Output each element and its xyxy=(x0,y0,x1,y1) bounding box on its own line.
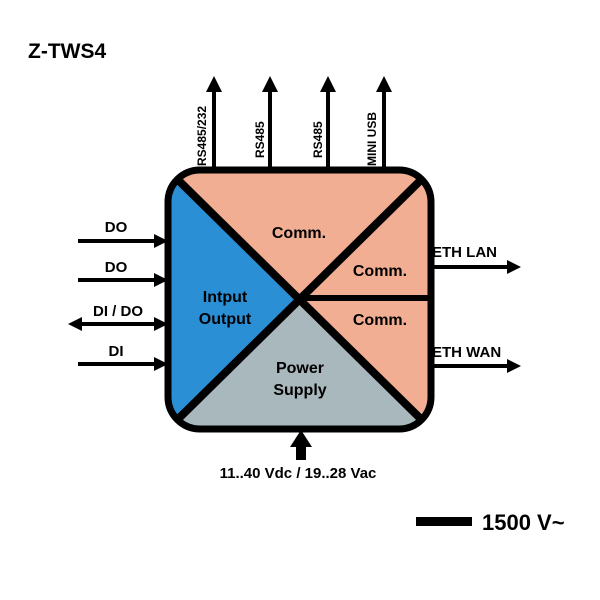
right-port-label-eth-wan: ETH WAN xyxy=(432,344,501,361)
device-title: Z-TWS4 xyxy=(28,40,106,63)
comm-right-upper-label: Comm. xyxy=(353,263,407,280)
do-2-arrow xyxy=(78,273,168,287)
right-port-arrows xyxy=(431,260,521,373)
rs485-232-arrow xyxy=(206,76,222,170)
input-output-region xyxy=(168,170,298,429)
power-supply-region xyxy=(168,298,431,429)
device-box-outline xyxy=(164,166,435,433)
io-label-line1: Intput xyxy=(203,289,248,306)
left-port-label-di: DI xyxy=(109,343,124,360)
top-port-arrows xyxy=(206,76,392,170)
eth-lan-arrow xyxy=(431,260,521,274)
left-port-arrows xyxy=(68,234,168,371)
rs485-arrow-1 xyxy=(262,76,278,170)
right-port-label-eth-lan: ETH LAN xyxy=(432,244,497,261)
power-label-line1: Power xyxy=(276,360,324,377)
eth-wan-arrow xyxy=(431,359,521,373)
top-port-label-rs485-232: RS485/232 xyxy=(195,106,209,166)
device-box xyxy=(164,166,435,433)
di-arrow xyxy=(78,357,168,371)
power-input-arrow xyxy=(290,430,312,460)
di-do-bidirectional-arrow xyxy=(68,317,168,331)
isolation-bar xyxy=(416,517,472,526)
power-label-line2: Supply xyxy=(273,382,326,399)
left-port-label-do-1: DO xyxy=(105,219,128,236)
top-port-label-rs485-2: RS485 xyxy=(311,121,325,158)
left-port-label-di-do: DI / DO xyxy=(93,303,143,320)
rs485-arrow-2 xyxy=(320,76,336,170)
comm-right-lower-label: Comm. xyxy=(353,312,407,329)
supply-voltage-label: 11..40 Vdc / 19..28 Vac xyxy=(220,465,377,482)
isolation-voltage-label: 1500 V~ xyxy=(482,510,565,535)
top-port-label-mini-usb: MINI USB xyxy=(365,112,379,166)
top-port-label-rs485-1: RS485 xyxy=(253,121,267,158)
mini-usb-arrow xyxy=(376,76,392,170)
left-port-label-do-2: DO xyxy=(105,259,128,276)
do-1-arrow xyxy=(78,234,168,248)
io-label-line2: Output xyxy=(199,311,252,328)
comm-top-label: Comm. xyxy=(272,225,326,242)
